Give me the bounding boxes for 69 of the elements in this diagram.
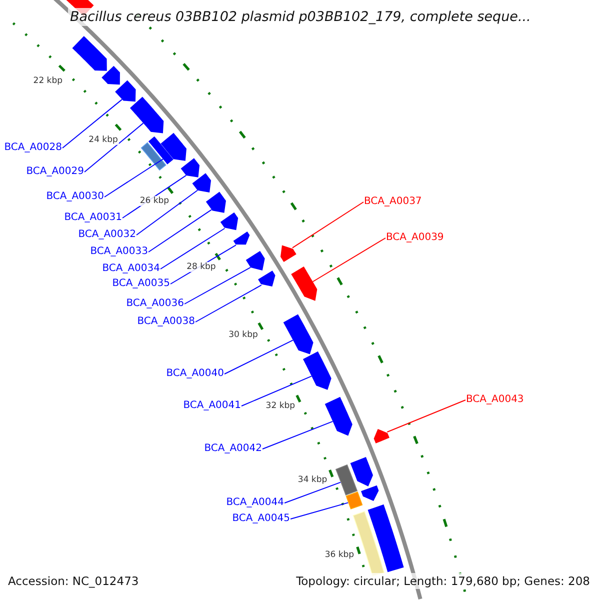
leader-line: [386, 400, 466, 432]
scale-label: 28 kbp: [186, 262, 217, 272]
gene-feature: [72, 36, 107, 71]
gene-label: BCA_A0041: [183, 400, 241, 412]
gene-feature: [102, 66, 120, 85]
leader-line: [262, 420, 334, 450]
gene-label: BCA_A0032: [78, 229, 136, 241]
gene-label: BCA_A0044: [226, 497, 284, 509]
gene-feature: [283, 314, 314, 354]
leader-line: [84, 122, 144, 172]
gene-feature: [350, 456, 373, 486]
leader-line: [195, 284, 262, 322]
gene-feature: [280, 245, 296, 262]
gene-label: BCA_A0042: [204, 443, 262, 455]
scale-label: 36 kbp: [324, 550, 356, 560]
leader-line: [284, 482, 341, 504]
gene-block: [148, 136, 174, 164]
gene-label: BCA_A0034: [102, 263, 160, 275]
gene-feature: [258, 270, 276, 287]
gene-feature: [233, 232, 250, 245]
gene-label: BCA_A0036: [126, 298, 184, 310]
gene-label: BCA_A0045: [232, 513, 290, 525]
gene-label: BCA_A0038: [137, 316, 195, 328]
gene-feature: [291, 266, 318, 301]
gene-block: [335, 464, 358, 496]
gene-feature: [324, 396, 352, 436]
gene-label: BCA_A0028: [4, 142, 62, 154]
gene-label: BCA_A0029: [26, 166, 84, 178]
gene-feature: [206, 192, 226, 213]
leader-line: [312, 238, 386, 282]
gene-label: BCA_A0043: [466, 394, 524, 406]
gene-label: BCA_A0035: [112, 278, 170, 290]
scale-label: 30 kbp: [228, 330, 259, 340]
leader-line: [224, 340, 294, 374]
gene-feature: [115, 80, 136, 102]
topology-note: Topology: circular; Length: 179,680 bp; Genes: 208: [294, 573, 592, 589]
scale-label: 32 kbp: [264, 401, 296, 412]
accession-note: Accession: NC_012473: [6, 573, 141, 589]
gene-label: BCA_A0037: [364, 196, 422, 208]
gene-feature: [130, 96, 164, 134]
gene-feature: [180, 158, 200, 178]
scale-label: 34 kbp: [296, 474, 328, 485]
gene-feature: [160, 132, 186, 161]
gene-feature: [220, 212, 238, 230]
gene-label: BCA_A0030: [46, 191, 104, 203]
leader-line: [241, 376, 312, 406]
gene-block: [346, 491, 363, 510]
leader-line: [104, 154, 170, 198]
leader-line: [136, 190, 198, 236]
gene-label: BCA_A0040: [166, 368, 224, 380]
gene-feature: [374, 428, 390, 444]
gene-feature: [246, 250, 265, 270]
gene-feature: [192, 173, 212, 192]
gene-label: BCA_A0033: [90, 246, 148, 258]
scale-label: 22 kbp: [32, 76, 64, 86]
gene-label: BCA_A0031: [64, 212, 122, 224]
gene-feature: [361, 485, 379, 501]
leader-line: [292, 202, 364, 248]
leader-line: [184, 266, 251, 304]
gene-label: BCA_A0039: [386, 232, 444, 244]
gene-block: [368, 504, 404, 572]
leader-line: [290, 502, 349, 520]
gene-block: [140, 142, 166, 171]
leader-line: [62, 98, 123, 148]
leader-line: [160, 228, 226, 270]
scale-label: 24 kbp: [88, 134, 119, 145]
leader-line: [148, 209, 212, 252]
gene-feature: [302, 351, 332, 390]
scale-label: 26 kbp: [138, 196, 170, 206]
